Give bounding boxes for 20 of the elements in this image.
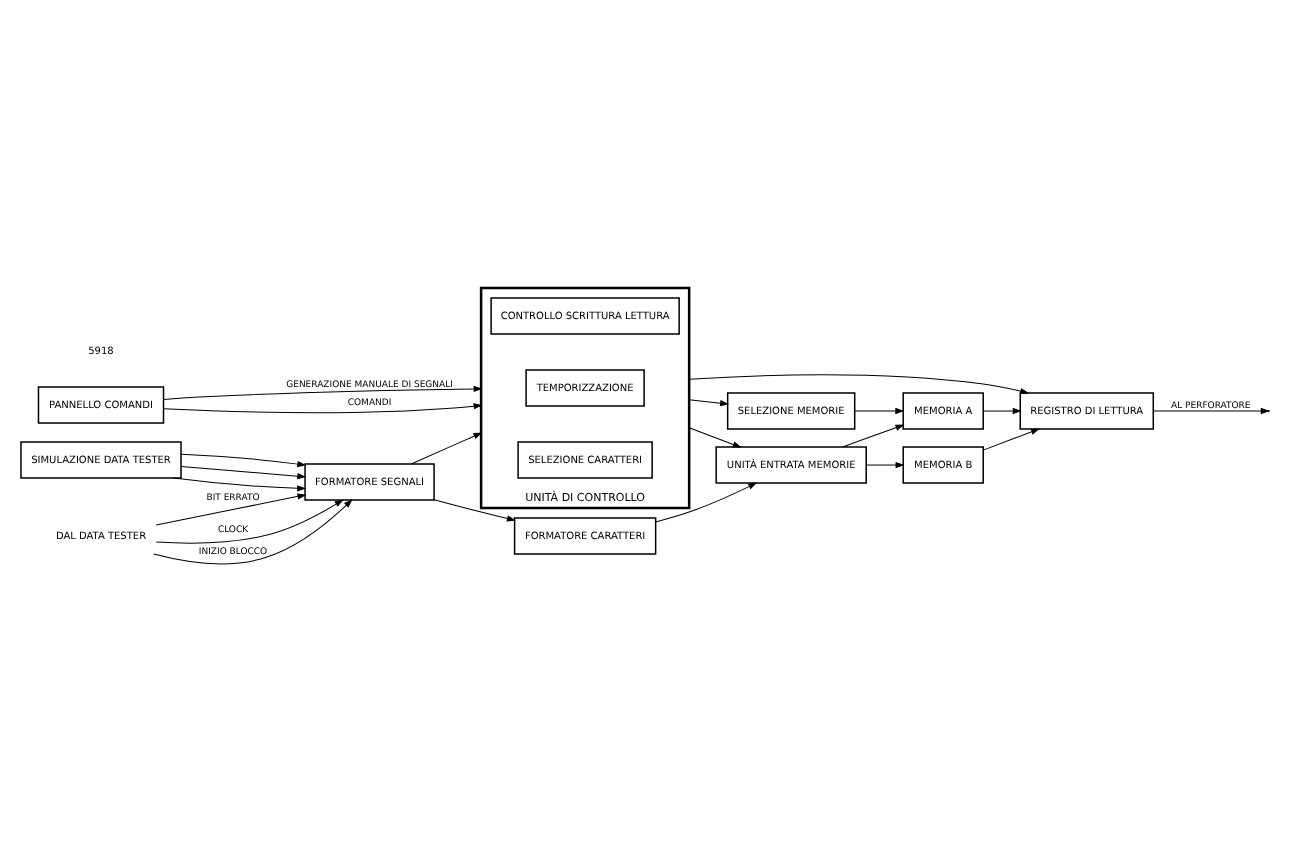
arrow (842, 423, 904, 447)
arrow (982, 407, 1021, 413)
arrow (688, 373, 1029, 394)
arrow (865, 461, 904, 467)
arrow (172, 476, 306, 491)
arrow (655, 481, 757, 522)
arrow (153, 498, 353, 564)
arrow (180, 452, 306, 467)
arrow (163, 402, 482, 413)
arrow (688, 398, 729, 406)
arrow (163, 384, 482, 399)
arrow (982, 427, 1040, 450)
arrow (155, 498, 343, 543)
arrow (1152, 407, 1269, 413)
arrow (180, 465, 306, 479)
arrow (410, 431, 482, 464)
arrow (854, 407, 904, 413)
arrow (155, 492, 306, 525)
arrow (433, 498, 515, 521)
arrow (688, 426, 741, 447)
